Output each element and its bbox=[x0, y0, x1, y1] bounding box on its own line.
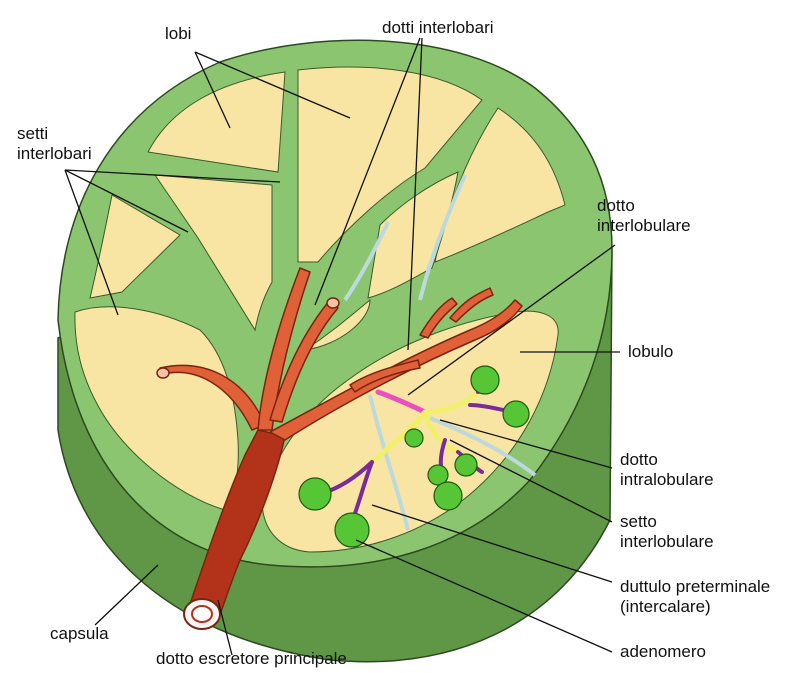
acinus bbox=[299, 478, 331, 510]
duct-opening-inner bbox=[192, 606, 212, 622]
label-lobulo: lobulo bbox=[628, 342, 673, 362]
label-dotto-intralobulare: dotto intralobulare bbox=[620, 450, 714, 490]
acinus bbox=[335, 513, 369, 547]
label-dotto-escretore-principale: dotto escretore principale bbox=[156, 649, 347, 669]
acinus bbox=[455, 454, 477, 476]
acinus bbox=[405, 429, 423, 447]
acinus bbox=[434, 482, 462, 510]
label-dotti-interlobari: dotti interlobari bbox=[382, 18, 494, 38]
label-setti-interlobari: setti interlobari bbox=[17, 124, 92, 164]
duct-cut-end bbox=[157, 368, 169, 378]
acinus bbox=[503, 401, 529, 427]
duct-cut-end bbox=[327, 298, 339, 308]
acinus bbox=[471, 366, 499, 394]
label-adenomero: adenomero bbox=[620, 642, 706, 662]
label-lobi: lobi bbox=[165, 24, 191, 44]
label-setto-interlobulare: setto interlobulare bbox=[620, 512, 714, 552]
label-capsula: capsula bbox=[50, 624, 109, 644]
label-dotto-interlobulare: dotto interlobulare bbox=[597, 196, 691, 236]
label-duttulo-preterminale: duttulo preterminale (intercalare) bbox=[620, 577, 770, 617]
